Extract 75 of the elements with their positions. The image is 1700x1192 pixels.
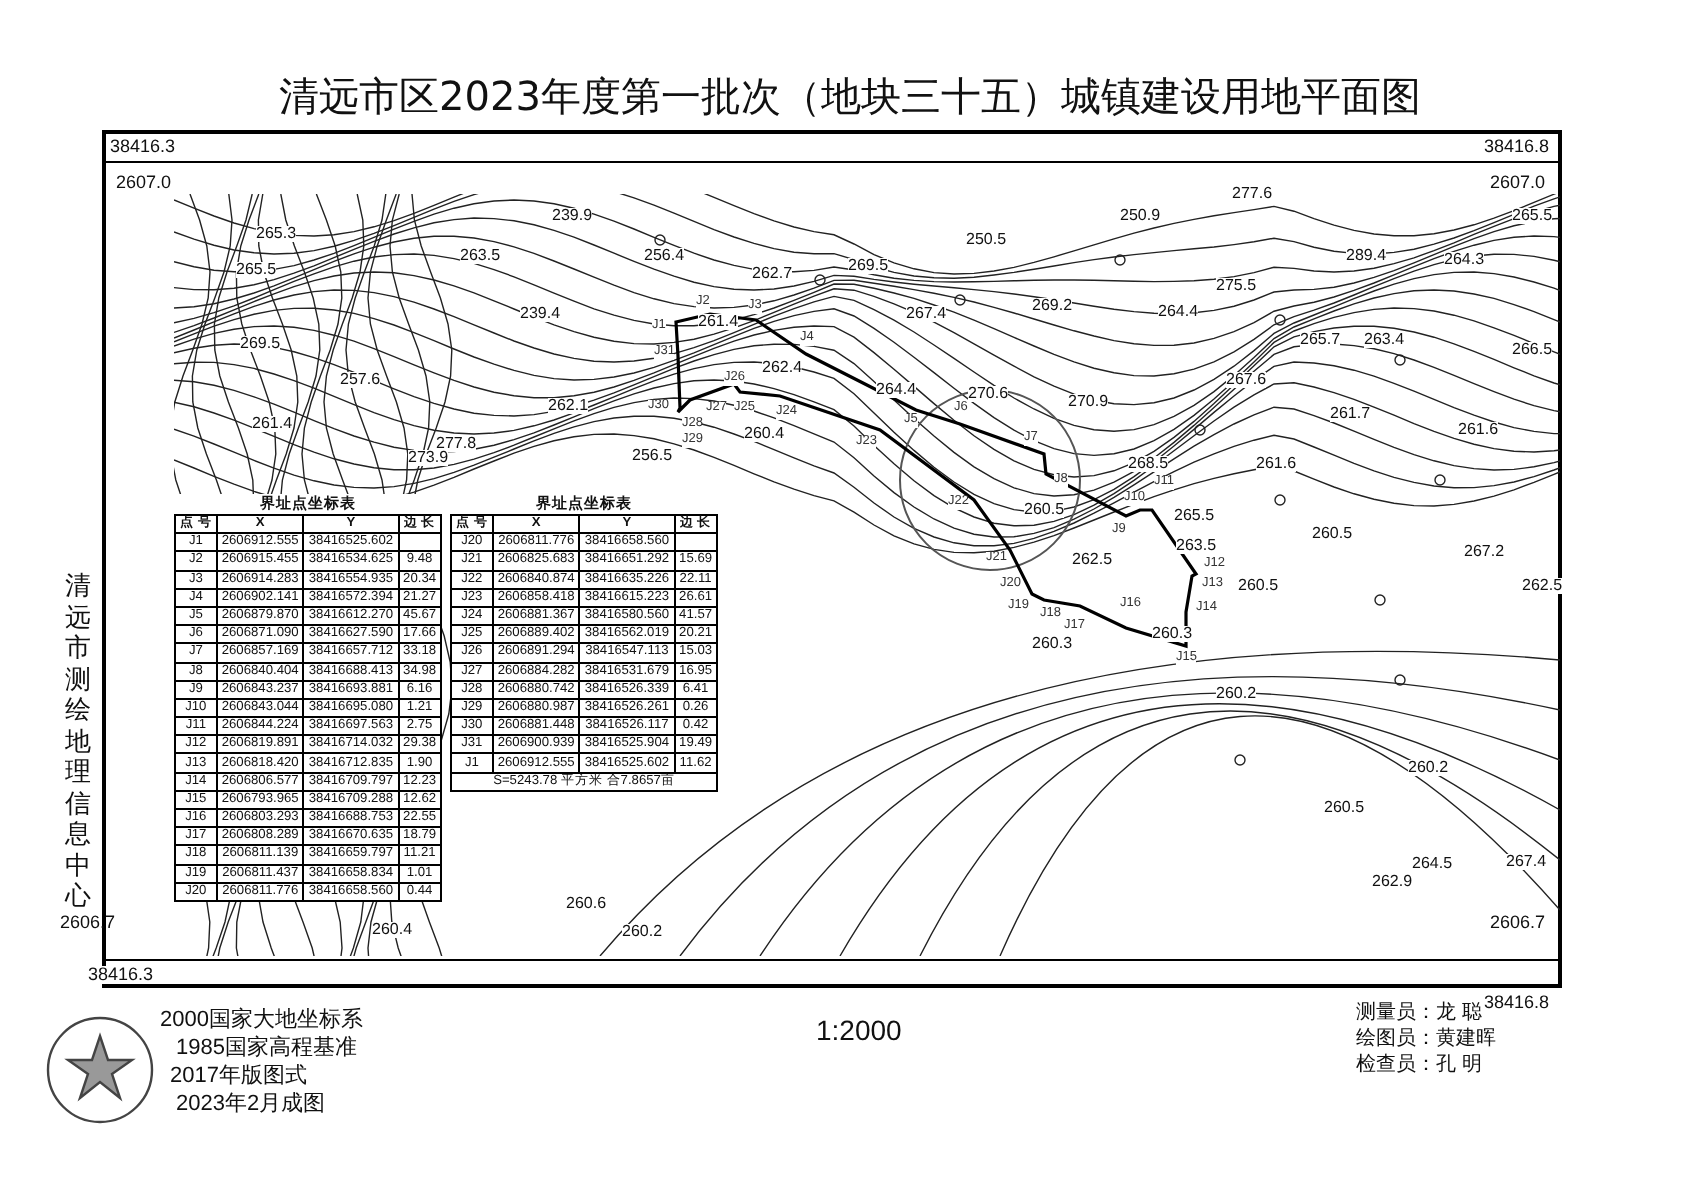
staff-credit: 测量员：龙 聪 — [1356, 1004, 1482, 1024]
elevation-label: 267.6 — [1226, 372, 1267, 388]
elevation-label: 260.6 — [566, 896, 607, 912]
scale-label: 1:2000 — [816, 1016, 902, 1044]
elevation-label: 262.5 — [1522, 578, 1563, 594]
elevation-label: 260.2 — [1408, 760, 1449, 776]
elevation-label: 268.5 — [1128, 456, 1169, 472]
elevation-label: 261.6 — [1458, 422, 1499, 438]
elevation-label: 257.6 — [340, 372, 381, 388]
elevation-label: 289.4 — [1346, 248, 1387, 264]
elevation-label: 256.5 — [632, 448, 673, 464]
elevation-label: 260.2 — [622, 924, 663, 940]
elevation-label: 277.6 — [1232, 186, 1273, 202]
elevation-label: 267.2 — [1464, 544, 1505, 560]
elevation-label: 260.5 — [1324, 800, 1365, 816]
elevation-label: 264.3 — [1444, 252, 1485, 268]
staff-credit: 检查员：孔 明 — [1356, 1056, 1482, 1076]
map-note: 2023年2月成图 — [176, 1094, 326, 1116]
elevation-label: 239.9 — [552, 208, 593, 224]
map-note: 1985国家高程基准 — [176, 1038, 357, 1060]
elevation-label: 260.4 — [372, 922, 413, 938]
elevation-label: 265.5 — [236, 262, 277, 278]
coordinate-label: 38416.8 — [1484, 994, 1550, 1012]
elevation-label: 267.4 — [1506, 854, 1547, 870]
elevation-label: 262.5 — [1072, 552, 1113, 568]
staff-credit: 绘图员：黄建晖 — [1356, 1030, 1496, 1050]
elevation-label: 262.7 — [752, 266, 793, 282]
elevation-label: 277.8 — [436, 436, 477, 452]
elevation-label: 273.9 — [408, 450, 449, 466]
elevation-label: 261.4 — [252, 416, 293, 432]
elevation-label: 265.5 — [1174, 508, 1215, 524]
elevation-label: 265.5 — [1512, 208, 1553, 224]
elevation-label: 263.5 — [460, 248, 501, 264]
elevation-label: 260.5 — [1312, 526, 1353, 542]
coordinate-label: 38416.8 — [1484, 138, 1550, 156]
map-note: 2000国家大地坐标系 — [160, 1010, 363, 1032]
map-title: 清远市区2023年度第一批次（地块三十五）城镇建设用地平面图 — [277, 76, 1423, 116]
elevation-label: 250.5 — [966, 232, 1007, 248]
coordinate-label: 2607.0 — [116, 174, 172, 192]
coordinate-label: 38416.3 — [110, 138, 176, 156]
elevation-label: 264.4 — [876, 382, 917, 398]
organization-name: 清远市测绘地理信息中心 — [64, 570, 92, 911]
elevation-label: 264.4 — [1158, 304, 1199, 320]
elevation-label: 270.9 — [1068, 394, 1109, 410]
elevation-label: 269.2 — [1032, 298, 1073, 314]
elevation-label: 260.3 — [1032, 636, 1073, 652]
elevation-label: 263.4 — [1364, 332, 1405, 348]
elevation-label: 265.3 — [256, 226, 297, 242]
elevation-label: 239.4 — [520, 306, 561, 322]
map-note: 2017年版图式 — [170, 1066, 307, 1088]
elevation-label: 261.7 — [1330, 406, 1371, 422]
coordinate-label: 2606.7 — [1490, 914, 1546, 932]
elevation-label: 256.4 — [644, 248, 685, 264]
elevation-label: 264.5 — [1412, 856, 1453, 872]
coordinate-label: 2607.0 — [1490, 174, 1546, 192]
elevation-label: 261.6 — [1256, 456, 1297, 472]
elevation-label: 260.5 — [1238, 578, 1279, 594]
elevation-label: 263.5 — [1176, 538, 1217, 554]
elevation-label: 262.1 — [548, 398, 589, 414]
elevation-label: 270.6 — [968, 386, 1009, 402]
elevation-label: 262.9 — [1372, 874, 1413, 890]
elevation-label: 260.3 — [1152, 626, 1193, 642]
elevation-label: 260.5 — [1024, 502, 1065, 518]
elevation-label: 260.2 — [1216, 686, 1257, 702]
elevation-label: 261.4 — [698, 314, 739, 330]
elevation-label: 262.4 — [762, 360, 803, 376]
elevation-label: 250.9 — [1120, 208, 1161, 224]
elevation-label: 269.5 — [848, 258, 889, 274]
elevation-label: 275.5 — [1216, 278, 1257, 294]
coordinate-label: 38416.3 — [88, 966, 154, 984]
elevation-label: 260.4 — [744, 426, 785, 442]
elevation-label: 267.4 — [906, 306, 947, 322]
elevation-label: 269.5 — [240, 336, 281, 352]
elevation-label: 266.5 — [1512, 342, 1553, 358]
elevation-label: 265.7 — [1300, 332, 1341, 348]
